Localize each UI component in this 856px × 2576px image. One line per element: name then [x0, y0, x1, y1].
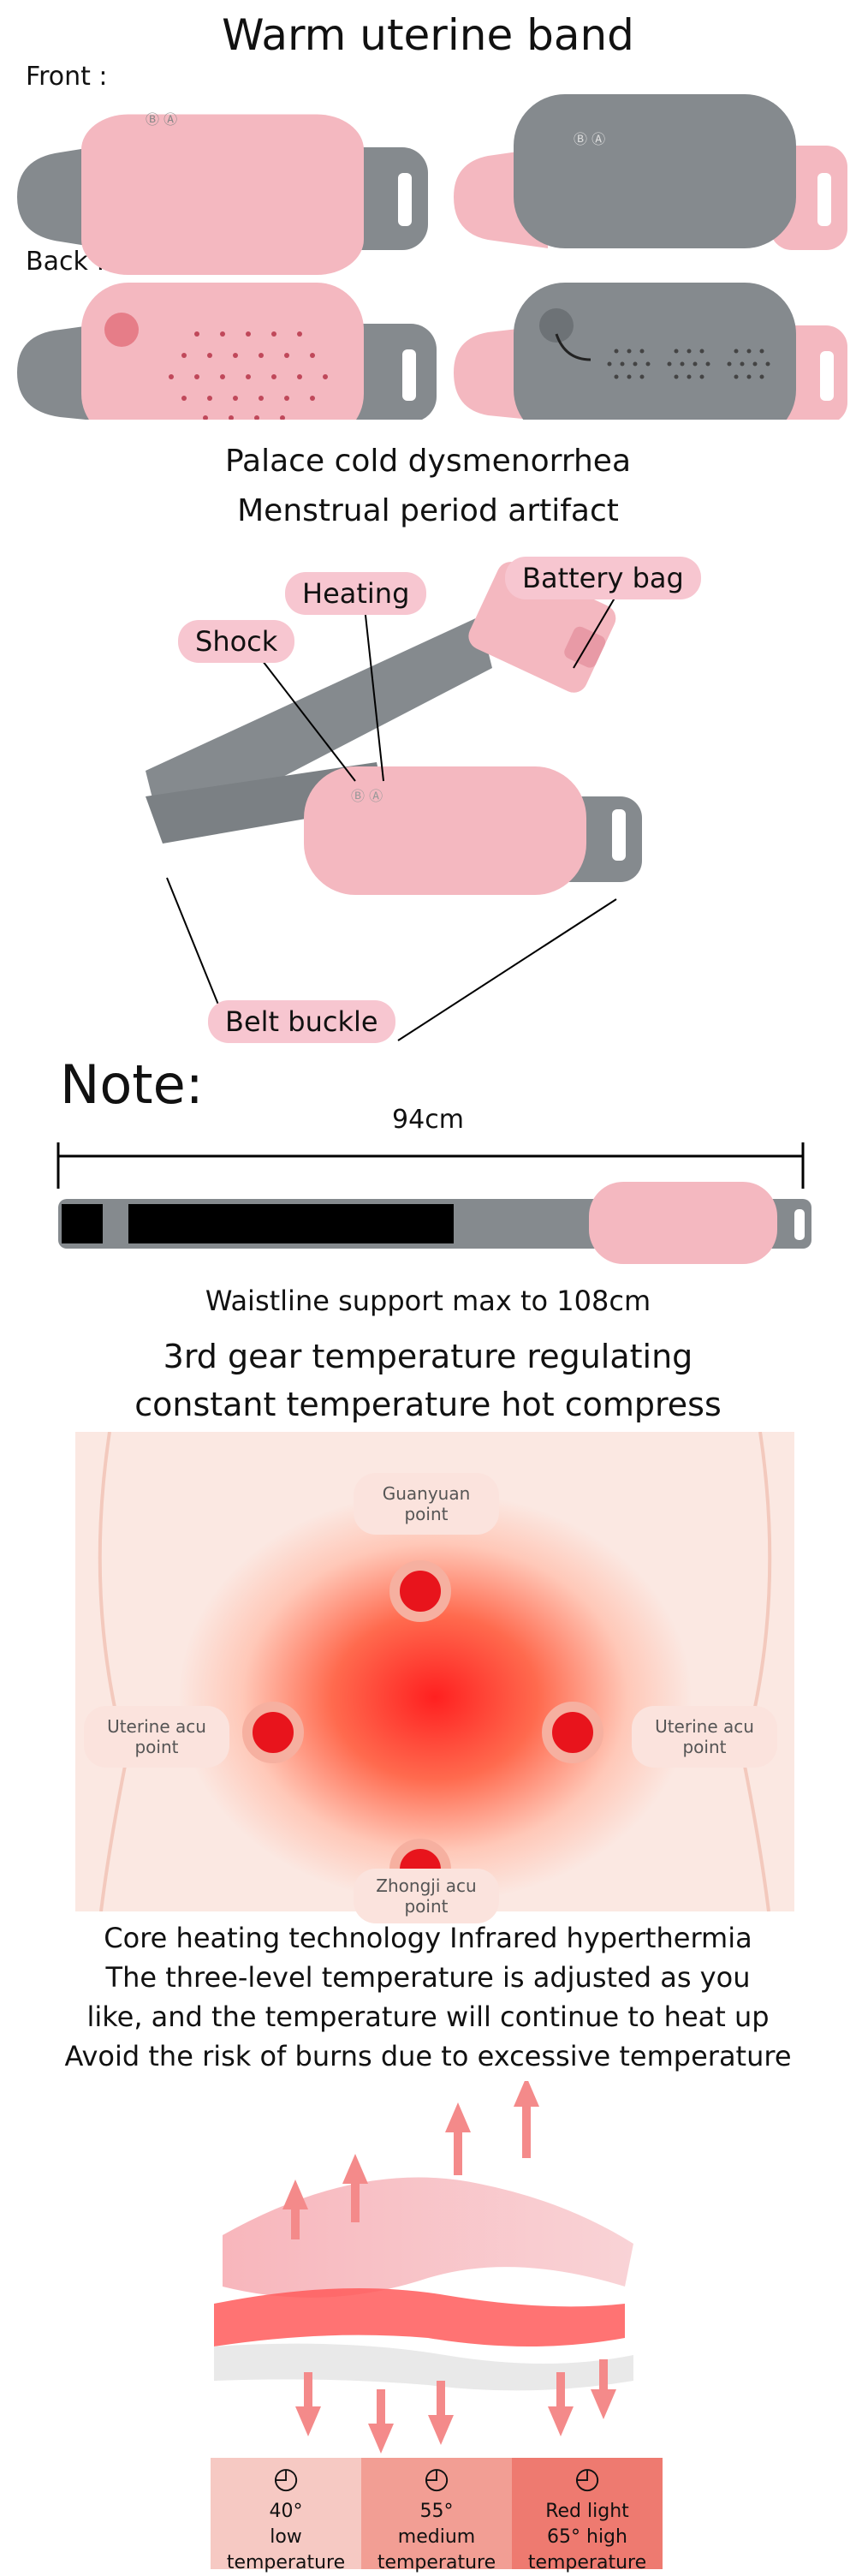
- temperature-low-line2: low: [270, 2526, 302, 2548]
- temperature-medium-line1: 55°: [419, 2501, 454, 2522]
- temperature-low: ◴ 40° low temperature: [211, 2458, 361, 2573]
- temperature-medium-line2: medium: [397, 2526, 476, 2548]
- callout-battery-bag: Battery bag: [505, 557, 701, 599]
- temperature-high-line1: Red light: [545, 2501, 629, 2522]
- callout-shock: Shock: [178, 620, 295, 663]
- callout-belt-buckle: Belt buckle: [208, 1000, 395, 1043]
- page-title: Warm uterine band: [222, 10, 634, 60]
- gear-line-1: 3rd gear temperature regulating: [163, 1338, 693, 1375]
- subtitle-line-1: Palace cold dysmenorrhea: [224, 444, 632, 479]
- callout-diagram: Ⓑ Ⓐ: [146, 562, 642, 1041]
- temperature-high-line2: 65° high: [547, 2526, 627, 2548]
- acupoint-label-top: Guanyuan point: [354, 1473, 499, 1535]
- front-label: Front :: [26, 62, 108, 92]
- temperature-high-line3: temperature: [527, 2552, 647, 2573]
- acupoint-left-marker: [242, 1702, 304, 1763]
- belt-length-diagram: [56, 1142, 811, 1264]
- core-line-3: like, and the temperature will continue …: [86, 2001, 770, 2033]
- front-pink-belt: Ⓑ Ⓐ: [17, 111, 428, 275]
- gear-line-2: constant temperature hot compress: [134, 1386, 722, 1423]
- svg-text:Ⓑ Ⓐ: Ⓑ Ⓐ: [146, 111, 177, 128]
- acupoint-top-marker: [389, 1560, 451, 1622]
- subtitle-line-2: Menstrual period artifact: [237, 493, 619, 528]
- callout-heating: Heating: [285, 572, 427, 615]
- heat-layers-illustration: [214, 2081, 633, 2454]
- acupoint-label-right: Uterine acu point: [632, 1706, 777, 1768]
- temperature-low-line1: 40°: [269, 2501, 303, 2522]
- acupoint-label-bottom: Zhongji acu point: [354, 1869, 499, 1923]
- back-gray-belt: [454, 283, 847, 420]
- temperature-medium: ◴ 55° medium temperature: [361, 2458, 512, 2573]
- core-line-2: The three-level temperature is adjusted …: [105, 1961, 751, 1994]
- timer-icon: ◴: [574, 2461, 600, 2496]
- timer-icon: ◴: [273, 2461, 299, 2496]
- acupoint-label-left: Uterine acu point: [84, 1706, 229, 1768]
- waistline-note: Waistline support max to 108cm: [205, 1285, 651, 1317]
- back-pink-belt: [17, 283, 437, 420]
- acupoint-heatmap: Guanyuan point Uterine acu point Uterine…: [75, 1432, 794, 1911]
- timer-icon: ◴: [424, 2461, 449, 2496]
- front-gray-belt: Ⓑ Ⓐ: [454, 94, 847, 250]
- product-views-image: Ⓑ Ⓐ Ⓑ Ⓐ: [17, 94, 847, 420]
- belt-length-label: 94cm: [392, 1105, 464, 1135]
- acupoint-right-marker: [542, 1702, 603, 1763]
- temperature-low-line3: temperature: [226, 2552, 346, 2573]
- core-line-1: Core heating technology Infrared hyperth…: [104, 1922, 752, 1954]
- core-line-4: Avoid the risk of burns due to excessive…: [64, 2040, 792, 2072]
- svg-text:Ⓑ Ⓐ: Ⓑ Ⓐ: [351, 788, 383, 804]
- temperature-medium-line3: temperature: [377, 2552, 496, 2573]
- svg-text:Ⓑ Ⓐ: Ⓑ Ⓐ: [574, 131, 605, 147]
- temperature-high: ◴ Red light 65° high temperature: [512, 2458, 663, 2573]
- note-heading: Note:: [60, 1053, 204, 1116]
